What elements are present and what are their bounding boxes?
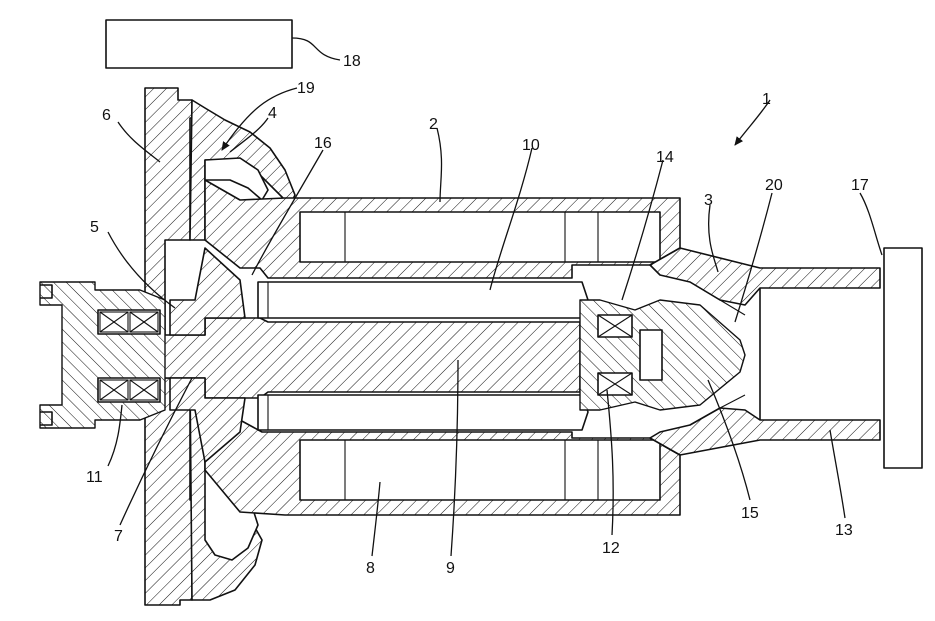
bearing-right-upper xyxy=(598,315,632,337)
bearing-left-upper xyxy=(98,310,160,334)
label-14: 14 xyxy=(656,149,674,166)
label-9: 9 xyxy=(446,560,455,577)
magnet-upper xyxy=(258,282,588,318)
component-18-box xyxy=(106,20,292,68)
label-13: 13 xyxy=(835,522,853,539)
label-6: 6 xyxy=(102,107,111,124)
label-7: 7 xyxy=(114,528,123,545)
stator-cavity-upper xyxy=(300,212,660,262)
label-18: 18 xyxy=(343,53,361,70)
outlet-pipe-lower xyxy=(650,408,880,455)
label-10: 10 xyxy=(522,137,540,154)
component-17-box xyxy=(884,248,922,468)
label-4: 4 xyxy=(268,105,277,122)
magnet-lower xyxy=(258,395,588,430)
label-2: 2 xyxy=(429,116,438,133)
bearing-left-lower xyxy=(98,378,160,402)
label-15: 15 xyxy=(741,505,759,522)
bearing-housing-left xyxy=(40,282,165,428)
label-17: 17 xyxy=(851,177,869,194)
label-12: 12 xyxy=(602,540,620,557)
bearing-right-inner xyxy=(640,330,662,380)
label-16: 16 xyxy=(314,135,332,152)
bearing-right-lower xyxy=(598,373,632,395)
stator-cavity-lower xyxy=(300,440,660,500)
label-5: 5 xyxy=(90,219,99,236)
label-20: 20 xyxy=(765,177,783,194)
label-11: 11 xyxy=(86,469,103,486)
label-3: 3 xyxy=(704,192,713,209)
label-8: 8 xyxy=(366,560,375,577)
label-19: 19 xyxy=(297,80,315,97)
outlet-pipe-upper xyxy=(650,248,880,305)
label-1: 1 xyxy=(762,91,771,108)
